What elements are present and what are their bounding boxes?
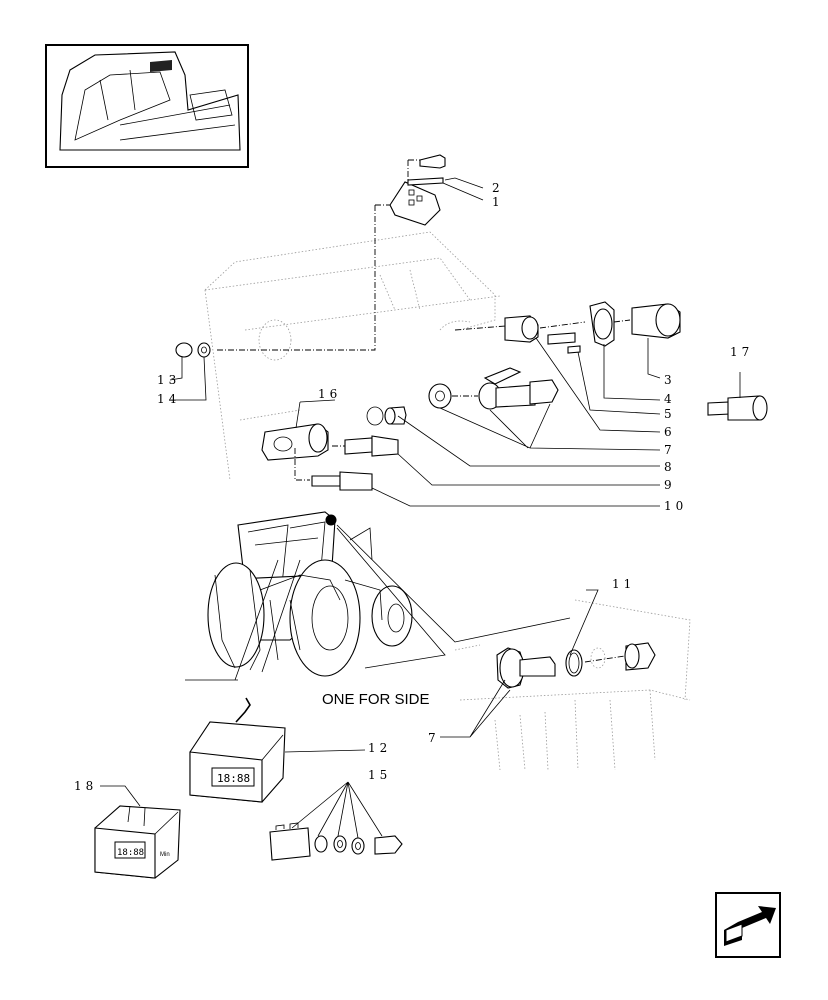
callout-14: 14	[157, 392, 180, 406]
callout-17: 17	[730, 345, 753, 359]
one-for-side-label: ONE FOR SIDE	[322, 691, 430, 708]
callout-8: 8	[664, 460, 676, 474]
panel-outline-background	[204, 231, 501, 481]
callout-15: 15	[368, 768, 391, 782]
hour-meter-display: 18:88	[189, 697, 286, 803]
lamp-bulb	[707, 395, 768, 421]
socket-assembly	[454, 301, 681, 354]
small-plug	[366, 406, 407, 426]
callout-9: 9	[664, 478, 676, 492]
callout-4: 4	[664, 392, 676, 406]
callout-6: 6	[664, 425, 676, 439]
detail-pointer-lines	[336, 524, 571, 669]
callout-10: 10	[664, 499, 687, 513]
callout-11: 11	[612, 577, 635, 591]
connector-kit	[269, 781, 403, 861]
callout-1: 1	[492, 195, 504, 209]
next-page-arrow-icon[interactable]	[715, 892, 781, 958]
display-18-unit: Min	[160, 852, 170, 858]
callout-3: 3	[664, 373, 676, 387]
callout-7-upper: 7	[664, 443, 676, 457]
callout-18: 18	[74, 779, 97, 793]
nut-washer-pair	[175, 342, 211, 358]
tractor-illustration	[185, 511, 413, 681]
callout-7-lower: 7	[428, 731, 440, 745]
location-thumbnail	[45, 44, 249, 168]
display-18-readout: 18:88	[117, 848, 144, 858]
callout-13: 13	[157, 373, 180, 387]
second-display-unit: 18:88 Min	[94, 805, 181, 879]
lamp-connector-assembly	[428, 367, 559, 410]
callout-2: 2	[492, 181, 504, 195]
callout-16: 16	[318, 387, 341, 401]
callout-5: 5	[664, 407, 676, 421]
display-12-readout: 18:88	[217, 772, 250, 785]
callout-12: 12	[368, 741, 391, 755]
bulb-holder-plate	[261, 423, 399, 491]
callout-numbers: 2 1 13 14 3 4 5 6 7 8 9 10 16 17 11 7 12…	[74, 181, 753, 793]
detail-socket-view	[454, 599, 691, 771]
callout-leaders	[100, 177, 741, 807]
connector-bracket	[215, 154, 446, 351]
